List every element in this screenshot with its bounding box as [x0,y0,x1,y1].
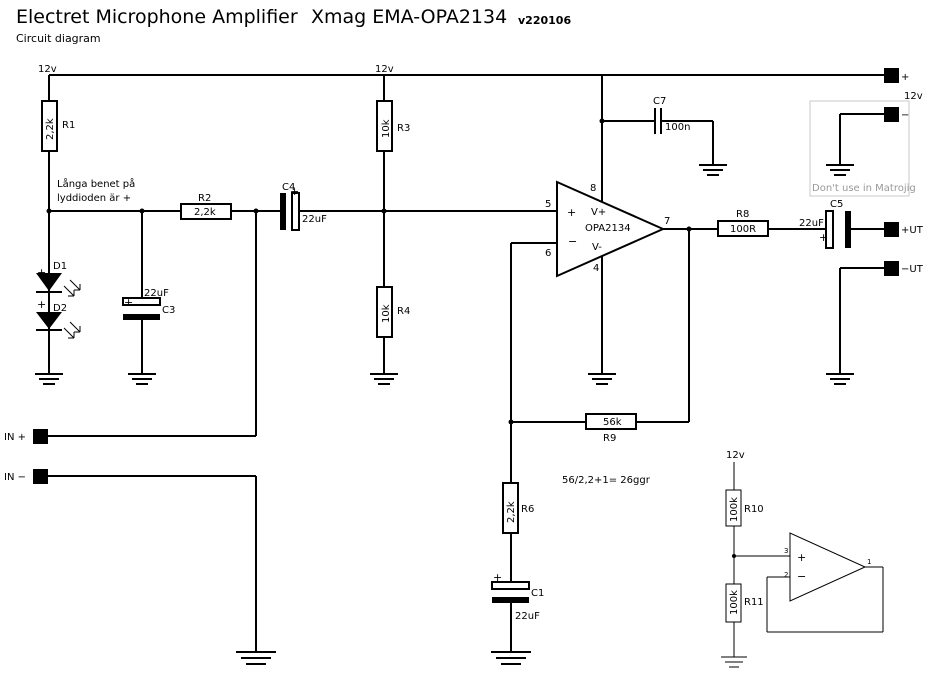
c3-label: C3 [162,305,175,316]
c3-capacitor: + 22uF C3 [122,211,175,385]
r10-label: R10 [744,504,764,515]
unused-supply-box: − 12v Don't use in Matrojig [809,91,923,197]
in-plus-label: IN + [4,432,26,443]
opamp-pin6: 6 [545,248,551,259]
supply-plus-terminal [884,68,899,83]
c3-value: 22uF [144,288,169,299]
opamp-vplus: V+ [591,207,606,218]
c1-plus: + [493,571,502,584]
c1-label: C1 [531,588,544,599]
in-minus-label: IN − [4,472,26,483]
buffer-pin1: 1 [867,558,871,566]
out-plus-label: +UT [901,225,924,236]
r4-resistor: 10k R4 [370,286,410,385]
d1-plus: + [37,266,46,279]
r2-resistor: 2,2k R2 [180,193,280,220]
version-label: v220106 [518,14,572,27]
opamp-pin7: 7 [664,216,670,227]
in-plus-terminal [33,429,48,444]
d2-diode: + D2 [36,298,81,339]
r3-resistor: 10k R3 [376,75,410,287]
r6-resistor: 2,2k R6 [502,482,534,582]
out-minus-label: −UT [901,264,924,275]
feedback-network: 56k R9 56/2,2+1= 26ggr [508,229,690,486]
c5-capacitor: + 22uF C5 [799,199,884,249]
r8-label: R8 [736,209,749,220]
c4-capacitor: + C4 22uF [280,182,557,231]
r11-value: 100k [729,590,740,615]
r11-label: R11 [744,597,764,608]
r1-label: R1 [62,120,75,131]
r2-value: 2,2k [194,207,216,218]
c5-label: C5 [830,199,843,210]
r3-label: R3 [397,123,410,134]
buffer-circuit: 12v 100k R10 100k R11 + − 3 2 1 [721,450,884,668]
c4-plus: + [290,185,299,198]
d2-label: D2 [53,303,67,314]
r10-value: 100k [729,497,740,522]
buffer-minus: − [797,570,806,583]
r4-value: 10k [381,304,392,323]
c4-value: 22uF [302,214,327,225]
out-plus-terminal [884,222,899,237]
r6-label: R6 [521,504,534,515]
r8-value: 100R [730,224,756,235]
r8-resistor: 100R R8 [717,209,826,237]
led-note-line2: lyddioden är + [57,193,131,204]
model-name: Xmag EMA-OPA2134 [311,6,508,28]
opamp-vminus: V- [592,242,602,253]
buffer-pin3: 3 [784,547,788,555]
c7-label: C7 [653,96,666,107]
opamp-minus: − [568,235,577,248]
input-plus: IN + [4,211,257,444]
supply-plus-label: + [901,72,909,83]
led-note-line1: Långa benet på [57,177,135,190]
r4-label: R4 [397,306,410,317]
r1-branch: 2,2k R1 Långa benet på lyddioden är + [41,75,135,374]
r9-value: 56k [603,417,622,428]
r1-value: 2,2k [45,118,56,140]
c1-value: 22uF [515,611,540,622]
d1-diode: + D1 [36,261,81,297]
r2-label: R2 [198,193,211,204]
d2-plus: + [37,298,46,311]
d1-label: D1 [53,261,67,272]
opamp-pin8: 8 [590,183,596,194]
c7-capacitor: C7 100n [599,96,727,176]
output-plus: +UT [884,222,924,237]
c5-plus: + [819,231,828,244]
c1-capacitor: + C1 22uF [491,571,544,665]
gain-formula: 56/2,2+1= 26ggr [562,475,651,486]
buffer-plus: + [797,551,806,564]
opamp-plus: + [567,206,576,219]
diagram-title: Electret Microphone Amplifier [16,6,298,28]
buffer-supply-label: 12v [726,450,745,461]
out-minus-terminal [884,261,899,276]
supply-rail-12v: + 12v 12v [38,64,909,83]
r3-value: 10k [381,119,392,138]
r6-value: 2,2k [506,501,517,523]
buffer-opamp [789,532,867,602]
unused-note: Don't use in Matrojig [812,183,916,194]
opamp-name: OPA2134 [585,223,631,234]
supply-label-mid: 12v [375,64,394,75]
r9-label: R9 [603,433,616,444]
output-minus: −UT [826,261,924,385]
buffer-pin2: 2 [784,571,788,579]
c3-plus: + [124,296,133,309]
opamp-pin4: 4 [593,263,599,274]
c4-label: C4 [282,182,295,193]
supply-label-left: 12v [38,64,57,75]
opamp-pin5: 5 [545,199,551,210]
input-minus: IN − [4,469,276,665]
opamp-opa2134: + − V+ V- OPA2134 5 6 7 8 4 [545,75,670,385]
unused-minus-label: − [901,110,909,121]
ground-d [35,373,63,385]
diagram-subtitle: Circuit diagram [16,32,101,45]
c5-value: 22uF [799,218,824,229]
in-minus-terminal [33,469,48,484]
c7-value: 100n [665,122,690,133]
supply-label-right: 12v [904,91,923,102]
